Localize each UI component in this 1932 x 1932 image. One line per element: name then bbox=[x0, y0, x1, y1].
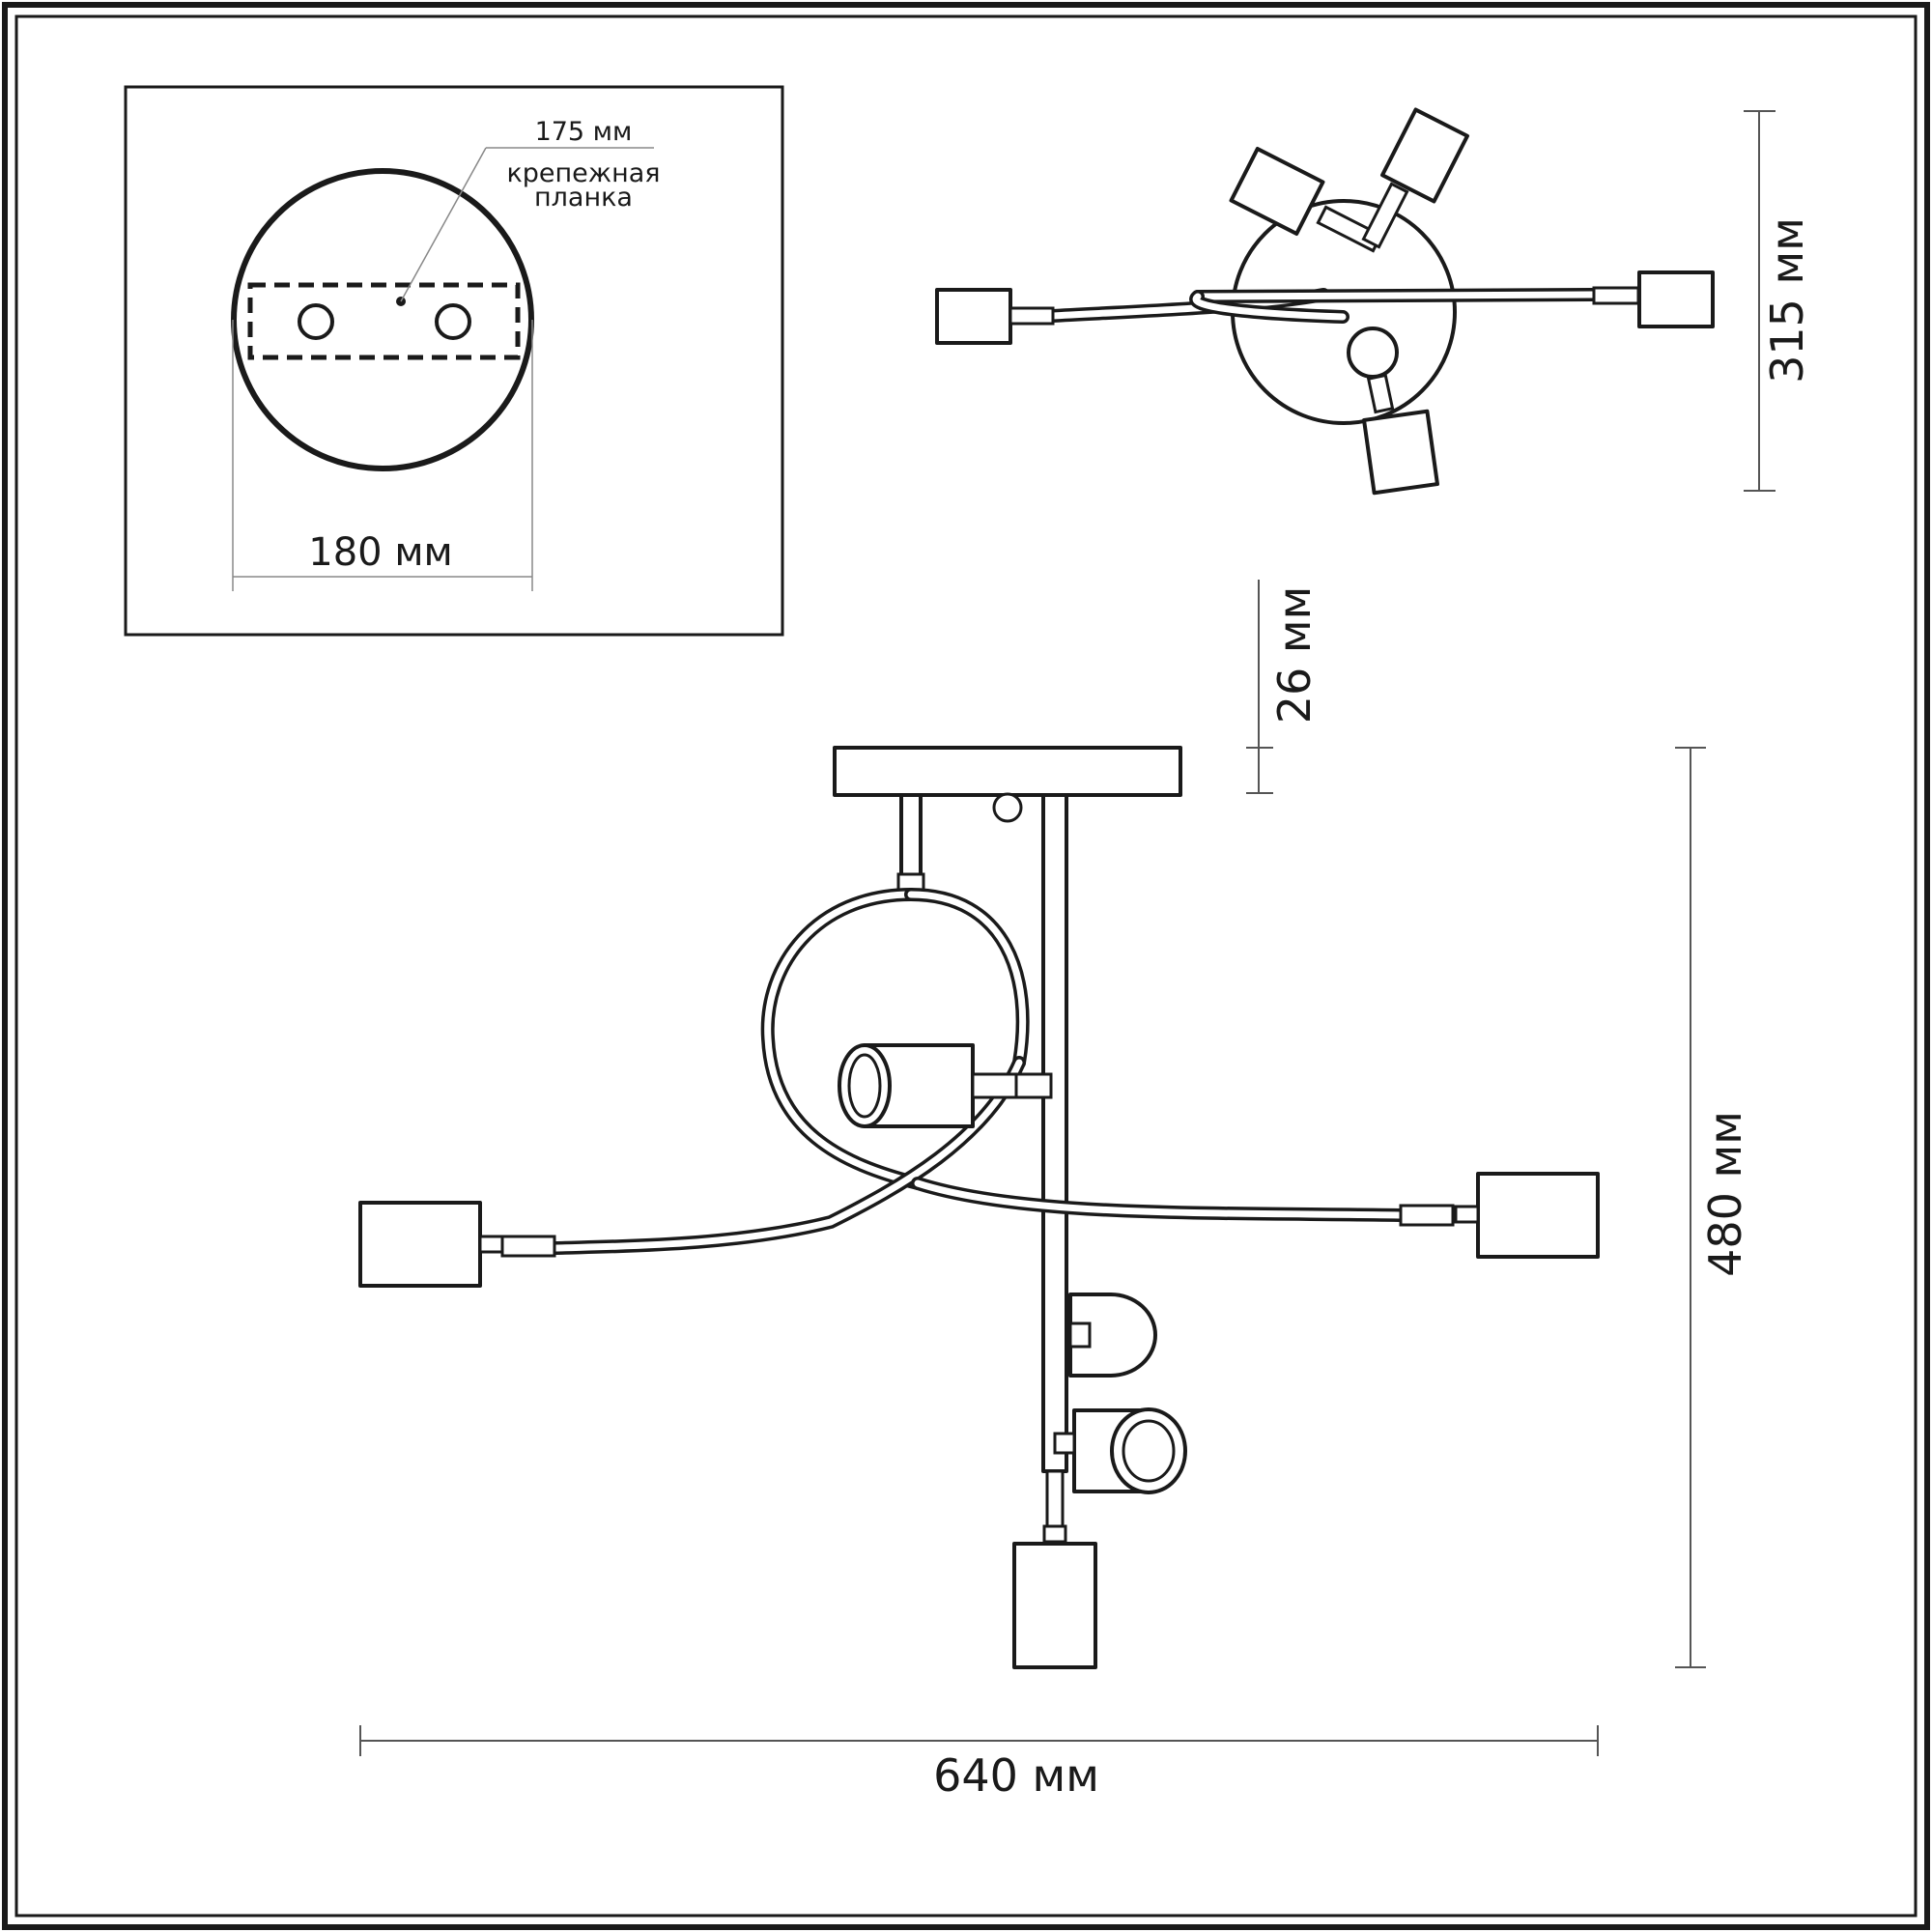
side-ring-spot-face-inner bbox=[847, 1053, 882, 1119]
top-view-shade-left bbox=[935, 288, 1012, 345]
top-view-shade-upper-left bbox=[1229, 147, 1325, 236]
inset-box bbox=[124, 85, 784, 637]
side-shade-right-neck bbox=[1454, 1205, 1480, 1224]
side-arm-right-inner bbox=[914, 1179, 1409, 1219]
label-175: 175 мм bbox=[535, 117, 633, 147]
top-view-joint-left bbox=[1009, 306, 1055, 326]
top-view-stem-lower bbox=[1366, 373, 1395, 414]
side-ring bbox=[760, 888, 924, 1190]
canopy-disc bbox=[231, 168, 534, 471]
leader-line bbox=[400, 147, 487, 302]
side-cylinder-spot-joint bbox=[1053, 1432, 1076, 1455]
side-ring-right bbox=[904, 888, 1030, 1069]
side-view bbox=[358, 746, 1600, 1669]
top-view-stem-upper-right bbox=[1361, 182, 1409, 249]
mount-hole-left bbox=[298, 303, 334, 340]
mount-label-line1: крепежная bbox=[506, 158, 660, 188]
top-view-shade-right bbox=[1637, 270, 1715, 328]
side-canopy-plate bbox=[833, 746, 1182, 797]
inner-frame bbox=[14, 14, 1918, 1918]
side-shade-right bbox=[1476, 1172, 1600, 1259]
side-ring-spot-stem bbox=[971, 1072, 1018, 1099]
mount-label-line2: планка bbox=[534, 183, 633, 213]
top-view-ball-joint bbox=[1347, 327, 1399, 379]
side-ring-spot-collar bbox=[1014, 1072, 1053, 1099]
top-view: 315 мм bbox=[935, 107, 1813, 496]
top-view-arm-right-inner bbox=[1194, 291, 1596, 300]
side-capsule-joint bbox=[1068, 1321, 1092, 1349]
side-cylinder-spot-face-inner bbox=[1122, 1419, 1176, 1483]
label-640: 640 мм bbox=[933, 1749, 1099, 1802]
side-ring-inner bbox=[764, 891, 922, 1187]
side-bottom-shade bbox=[1012, 1542, 1097, 1669]
side-bottom-collar bbox=[1042, 1524, 1067, 1544]
label-26: 26 мм bbox=[1268, 586, 1321, 724]
top-view-loop-inner bbox=[1192, 293, 1347, 321]
top-view-shade-upper-right bbox=[1380, 107, 1469, 204]
side-joint-right bbox=[1399, 1204, 1455, 1227]
inset-canopy-base: 175 мм крепежная планка 180 мм bbox=[124, 85, 784, 637]
side-shade-left bbox=[358, 1201, 482, 1288]
mount-hole-right bbox=[435, 303, 471, 340]
side-vertical-rod bbox=[1041, 793, 1068, 1473]
top-view-shade-lower bbox=[1362, 409, 1439, 496]
mounting-plate-outline bbox=[247, 282, 521, 360]
label-315: 315 мм bbox=[1761, 217, 1813, 384]
side-shade-left-neck bbox=[478, 1235, 504, 1254]
label-480: 480 мм bbox=[1699, 1111, 1751, 1277]
side-canopy-screw bbox=[992, 792, 1023, 823]
side-joint-left bbox=[500, 1235, 556, 1258]
side-capsule-spot bbox=[1068, 1293, 1157, 1378]
side-view-dimensions: 26 мм 480 мм 640 мм bbox=[359, 580, 1751, 1802]
side-ring-right-inner bbox=[907, 891, 1027, 1066]
top-view-joint-right bbox=[1592, 286, 1640, 305]
label-180: 180 мм bbox=[308, 530, 452, 575]
